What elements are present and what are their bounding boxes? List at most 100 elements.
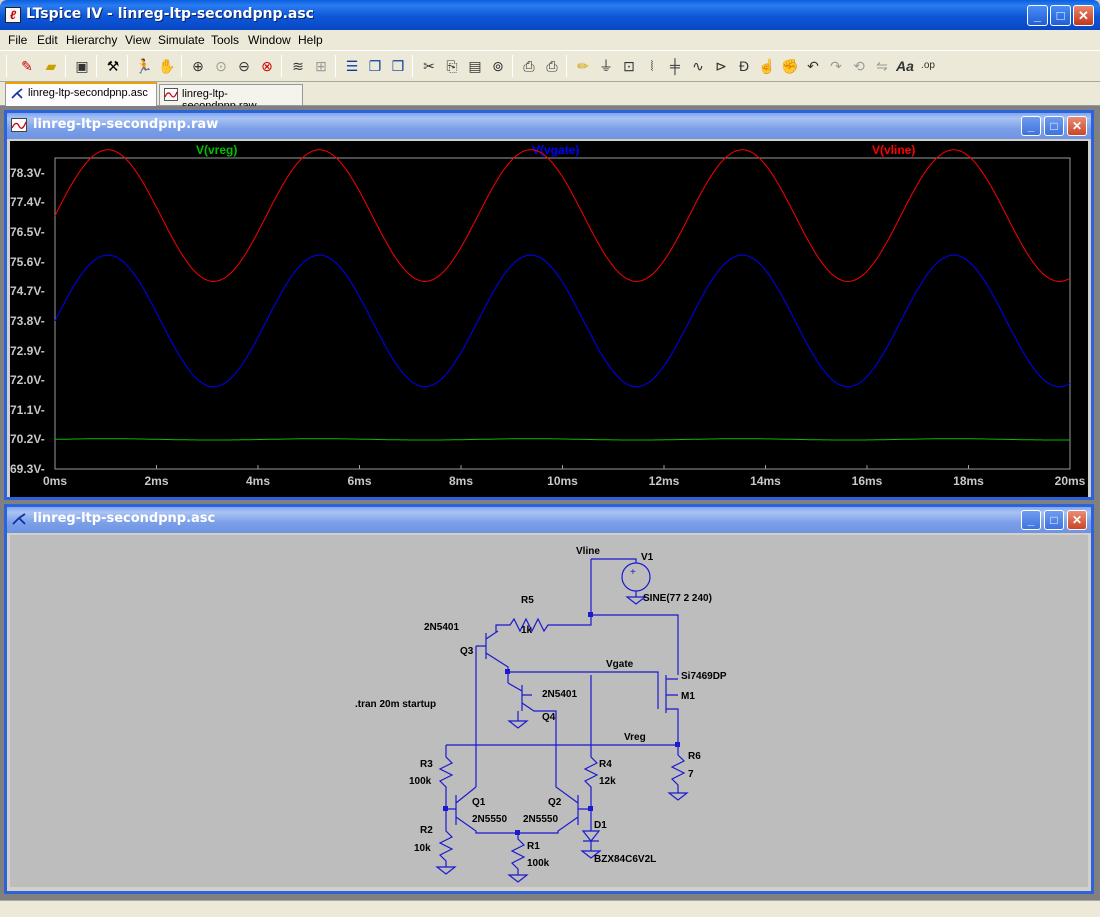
transistor-q4[interactable] — [507, 682, 557, 745]
print-preview-icon[interactable]: ⎙ — [523, 58, 535, 74]
label-r4[interactable]: R4 — [599, 759, 612, 770]
menu-simulate[interactable]: Simulate — [158, 33, 205, 47]
tile-vertical-icon[interactable]: ❒ — [391, 58, 405, 74]
label-r5-value[interactable]: 1k — [521, 625, 533, 636]
close-button[interactable]: ✕ — [1073, 5, 1094, 26]
label-r3[interactable]: R3 — [420, 759, 433, 770]
menu-view[interactable]: View — [125, 33, 151, 47]
waveform-plot-area[interactable]: V(vreg) V(vgate) V(vline) 78.3V-77.4V-76… — [10, 141, 1088, 497]
trace-v-vgate[interactable] — [54, 254, 1071, 388]
rotate-icon[interactable]: ⟲ — [853, 58, 865, 74]
cut-icon[interactable]: ✂ — [423, 58, 435, 74]
label-d1-model[interactable]: BZX84C6V2L — [594, 854, 657, 865]
label-q3[interactable]: Q3 — [460, 646, 474, 657]
resistor-r2[interactable] — [435, 809, 457, 875]
label-r3-value[interactable]: 100k — [409, 776, 432, 787]
label-r6[interactable]: R6 — [688, 751, 701, 762]
wire-top-rail[interactable] — [591, 614, 679, 675]
ltspice-logo-icon[interactable]: ℓ — [5, 7, 21, 23]
cascade-icon[interactable]: ❐ — [368, 58, 382, 74]
print-icon[interactable]: ⎙ — [546, 58, 558, 74]
label-r4-value[interactable]: 12k — [599, 776, 616, 787]
menu-edit[interactable]: Edit — [37, 33, 58, 47]
label-r2-value[interactable]: 10k — [414, 843, 431, 854]
label-vreg[interactable]: Vreg — [624, 732, 646, 743]
trace-label-vreg[interactable]: V(vreg) — [196, 143, 237, 157]
wire-vgate[interactable] — [508, 671, 659, 679]
undo-icon[interactable]: ↶ — [807, 58, 819, 74]
mirror-icon[interactable]: ⇋ — [876, 58, 888, 74]
inductor-icon[interactable]: ∿ — [692, 58, 704, 74]
menu-file[interactable]: File — [8, 33, 28, 47]
maximize-button[interactable]: □ — [1050, 5, 1071, 26]
trace-v-vreg[interactable] — [54, 438, 1070, 441]
label-vline[interactable]: Vline — [576, 546, 600, 557]
resistor-r5[interactable] — [495, 615, 592, 633]
wire-vreg[interactable] — [446, 744, 679, 755]
wire-vline[interactable] — [591, 558, 637, 563]
waveform-maximize-button[interactable]: □ — [1044, 116, 1064, 136]
autorange-icon[interactable]: ≋ — [292, 58, 304, 74]
schematic-minimize-button[interactable]: _ — [1021, 510, 1041, 530]
schematic-maximize-button[interactable]: □ — [1044, 510, 1064, 530]
tab-waveform[interactable]: linreg-ltp-secondpnp.raw — [159, 84, 303, 112]
v1-source-symbol[interactable] — [621, 562, 651, 592]
schematic-canvas[interactable]: + Vline V1 SINE(77 2 240) R5 1k 2N5401 Q… — [10, 535, 1088, 887]
grid-icon[interactable]: ⊞ — [315, 58, 327, 74]
menu-tools[interactable]: Tools — [211, 33, 240, 47]
label-q4[interactable]: Q4 — [542, 712, 556, 723]
label-q2-model[interactable]: 2N5550 — [523, 814, 559, 825]
run-simulation-icon[interactable]: 🏃 — [135, 58, 153, 74]
capacitor-icon[interactable]: ╪ — [670, 58, 680, 74]
tab-schematic[interactable]: linreg-ltp-secondpnp.asc — [5, 82, 157, 106]
spice-directive-icon[interactable]: .op — [921, 60, 935, 71]
halt-hand-icon[interactable]: ✋ — [158, 58, 176, 74]
open-folder-icon[interactable]: ▰ — [45, 58, 57, 74]
label-d1[interactable]: D1 — [594, 820, 607, 831]
schematic-close-button[interactable]: ✕ — [1067, 510, 1087, 530]
label-q1[interactable]: Q1 — [472, 797, 486, 808]
label-r1[interactable]: R1 — [527, 841, 540, 852]
trace-v-vline[interactable] — [54, 149, 1071, 282]
draw-wire-icon[interactable]: ✏ — [577, 58, 589, 74]
resistor-icon[interactable]: ⦚ — [650, 58, 654, 74]
control-panel-hammer-icon[interactable]: ⚒ — [106, 58, 120, 74]
copy-icon[interactable]: ⎘ — [446, 58, 458, 74]
label-r6-value[interactable]: 7 — [688, 769, 694, 780]
label-m1[interactable]: M1 — [681, 691, 695, 702]
menu-window[interactable]: Window — [248, 33, 291, 47]
schematic-window-title-bar[interactable]: linreg-ltp-secondpnp.asc _ □ ✕ — [7, 507, 1091, 533]
waveform-window-title-bar[interactable]: linreg-ltp-secondpnp.raw _ □ ✕ — [7, 113, 1091, 139]
transistor-q3[interactable] — [476, 630, 509, 672]
trace-label-vgate[interactable]: V(vgate) — [532, 143, 579, 157]
diode-icon[interactable]: ⊳ — [715, 58, 727, 74]
zoom-out-icon[interactable]: ⊖ — [238, 58, 250, 74]
waveform-close-button[interactable]: ✕ — [1067, 116, 1087, 136]
drag-hand-icon[interactable]: ✊ — [781, 58, 799, 74]
label-r5[interactable]: R5 — [521, 595, 534, 606]
tile-horizontal-icon[interactable]: ☰ — [345, 58, 359, 74]
label-r1-value[interactable]: 100k — [527, 858, 550, 869]
zener-diode-d1[interactable] — [580, 809, 602, 859]
move-hand-icon[interactable]: ☝ — [758, 58, 776, 74]
trace-label-vline[interactable]: V(vline) — [872, 143, 915, 157]
text-icon[interactable]: Aa — [896, 58, 914, 74]
new-schematic-icon[interactable]: ✎ — [21, 58, 33, 74]
resistor-r1[interactable] — [507, 833, 529, 883]
mosfet-m1[interactable] — [657, 675, 679, 745]
label-q1-model[interactable]: 2N5550 — [472, 814, 508, 825]
ground-icon[interactable]: ⏚ — [599, 58, 613, 74]
spice-directive-tran[interactable]: .tran 20m startup — [355, 699, 437, 710]
resistor-r4[interactable] — [583, 675, 599, 809]
label-net-icon[interactable]: ⊡ — [623, 58, 635, 74]
pan-icon[interactable]: ⊙ — [215, 58, 227, 74]
label-v1-value[interactable]: SINE(77 2 240) — [643, 593, 712, 604]
menu-hierarchy[interactable]: Hierarchy — [66, 33, 118, 47]
label-vgate[interactable]: Vgate — [606, 659, 634, 670]
resistor-r6[interactable] — [667, 754, 689, 801]
find-binoculars-icon[interactable]: ⊚ — [492, 58, 504, 74]
zoom-in-icon[interactable]: ⊕ — [192, 58, 204, 74]
menu-help[interactable]: Help — [298, 33, 323, 47]
label-q3-model[interactable]: 2N5401 — [424, 622, 460, 633]
transistor-q1[interactable] — [446, 786, 518, 834]
